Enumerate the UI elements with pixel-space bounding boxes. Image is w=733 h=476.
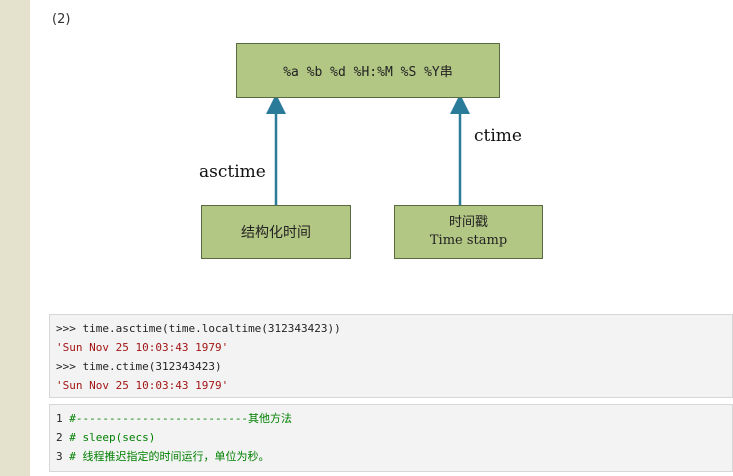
format-string-box: %a %b %d %H:%M %S %Y串 (236, 43, 500, 98)
ctime-label: ctime (474, 126, 522, 146)
struct-time-box: 结构化时间 (201, 205, 351, 259)
timestamp-label-en: Time stamp (429, 233, 508, 248)
code-block-interactive: >>> time.asctime(time.localtime(31234342… (49, 314, 733, 398)
code-line: 3 # 线程推迟指定的时间运行，单位为秒。 (56, 447, 732, 466)
code-comment: # sleep(secs) (69, 431, 156, 444)
code-comment: # 线程推迟指定的时间运行，单位为秒。 (69, 450, 270, 463)
line-number: 1 (56, 412, 63, 425)
code-text: time.ctime(312343423) (82, 360, 222, 373)
code-line: 'Sun Nov 25 10:03:43 1979' (56, 338, 732, 357)
item-number: (2) (52, 12, 71, 27)
code-line: >>> time.ctime(312343423) (56, 357, 732, 376)
line-number: 3 (56, 450, 63, 463)
timestamp-label-zh: 时间戳 (448, 215, 488, 230)
code-line: >>> time.asctime(time.localtime(31234342… (56, 319, 732, 338)
code-output: 'Sun Nov 25 10:03:43 1979' (56, 379, 229, 392)
timestamp-box: 时间戳 Time stamp (394, 205, 543, 259)
prompt: >>> (56, 322, 83, 335)
code-line: 2 # sleep(secs) (56, 428, 732, 447)
code-line: 1 #--------------------------其他方法 (56, 409, 732, 428)
struct-time-label: 结构化时间 (241, 225, 311, 241)
format-string-label: %a %b %d %H:%M %S %Y串 (283, 65, 453, 80)
code-line: 'Sun Nov 25 10:03:43 1979' (56, 376, 732, 395)
left-margin-bar (0, 0, 30, 476)
code-comment: #--------------------------其他方法 (69, 412, 293, 425)
code-output: 'Sun Nov 25 10:03:43 1979' (56, 341, 229, 354)
code-block-comments: 1 #--------------------------其他方法 2 # sl… (49, 404, 733, 472)
prompt: >>> (56, 360, 83, 373)
asctime-label: asctime (199, 162, 266, 182)
line-number: 2 (56, 431, 63, 444)
code-text: time.asctime(time.localtime(312343423)) (82, 322, 341, 335)
